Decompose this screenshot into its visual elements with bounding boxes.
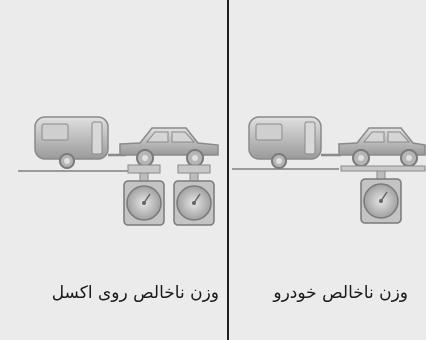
car-icon bbox=[338, 127, 426, 167]
axle-weight-illustration bbox=[18, 116, 219, 226]
axle-weight-panel: وزن ناخالص روی اکسل bbox=[18, 116, 219, 303]
vehicle-weight-illustration bbox=[232, 116, 426, 224]
vehicle-weight-panel: وزن ناخالص خودرو bbox=[229, 0, 426, 340]
caravan-icon bbox=[34, 116, 126, 169]
panel-divider bbox=[227, 0, 229, 340]
scale-icon bbox=[173, 164, 215, 226]
scale-icon bbox=[123, 164, 165, 226]
vehicle-weight-caption: وزن ناخالص خودرو bbox=[273, 283, 408, 303]
scale-icon bbox=[360, 170, 402, 224]
caravan-icon bbox=[248, 116, 341, 169]
axle-weight-caption: وزن ناخالص روی اکسل bbox=[51, 283, 219, 303]
car-icon bbox=[119, 127, 219, 167]
